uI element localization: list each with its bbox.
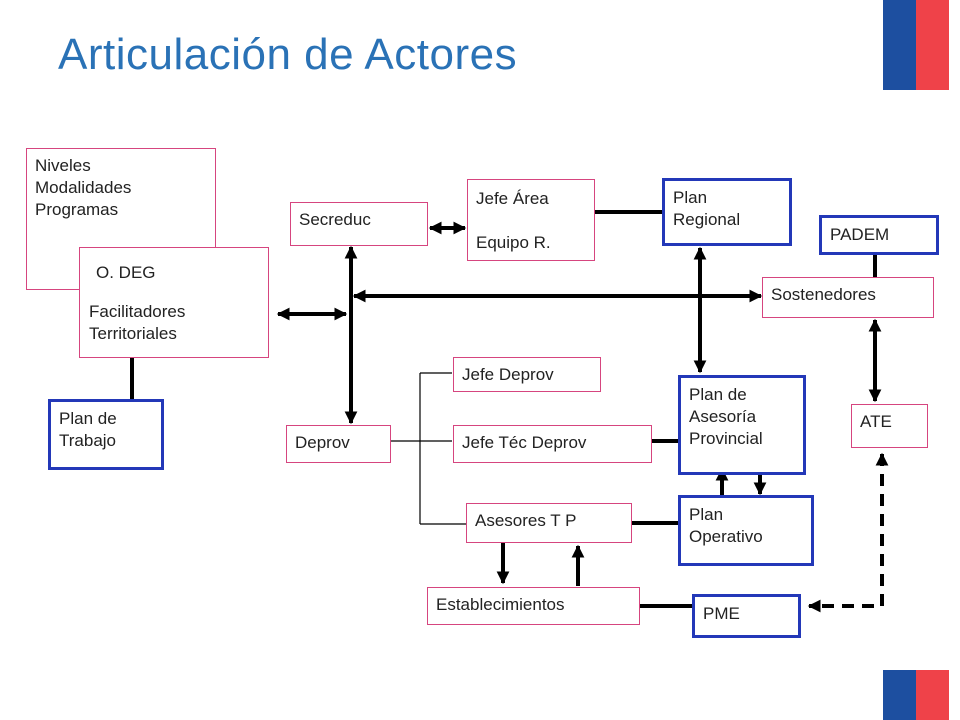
establecimientos-box: Establecimientos [427,587,640,625]
page-title: Articulación de Actores [58,30,518,79]
chile-flag-top [883,0,949,90]
facilitadores-label: Facilitadores Territoriales [89,302,186,344]
jefe-tec-deprov-label: Jefe Téc Deprov [462,433,587,452]
pme-label: PME [703,604,740,623]
establecimientos-label: Establecimientos [436,595,565,614]
padem-box: PADEM [819,215,939,255]
jefe-deprov-box: Jefe Deprov [453,357,601,392]
jefe-deprov-label: Jefe Deprov [462,365,554,384]
plan-regional-box: Plan Regional [662,178,792,246]
secreduc-label: Secreduc [299,210,371,229]
equipo-r-label: Equipo R. [476,233,551,252]
plan-regional-label: Plan Regional [673,188,741,230]
plan-trabajo-label: Plan de Trabajo [59,409,117,451]
jefe-tec-deprov-box: Jefe Téc Deprov [453,425,652,463]
asesores-box: Asesores T P [466,503,632,543]
secreduc-box: Secreduc [290,202,428,246]
dashed-arrow-pme-ate [807,452,889,613]
niveles-label: Niveles Modalidades Programas [35,156,132,220]
sostenedores-label: Sostenedores [771,285,876,304]
ate-box: ATE [851,404,928,448]
plan-asesoria-box: Plan de Asesoría Provincial [678,375,806,475]
sostenedores-box: Sostenedores [762,277,934,318]
deprov-box: Deprov [286,425,391,463]
asesores-label: Asesores T P [475,511,577,530]
odeg-label: O. DEG [96,263,156,282]
plan-operativo-box: Plan Operativo [678,495,814,566]
plan-trabajo-box: Plan de Trabajo [48,399,164,470]
jefe-area-label: Jefe Área [476,189,549,208]
padem-label: PADEM [830,225,890,244]
odeg-box: O. DEG Facilitadores Territoriales [79,247,269,358]
pme-box: PME [692,594,801,638]
ate-label: ATE [860,412,892,431]
jefe-area-box: Jefe Área Equipo R. [467,179,595,261]
chile-flag-bottom [883,670,949,720]
plan-asesoria-label: Plan de Asesoría Provincial [689,385,763,449]
deprov-label: Deprov [295,433,350,452]
plan-operativo-label: Plan Operativo [689,505,763,547]
